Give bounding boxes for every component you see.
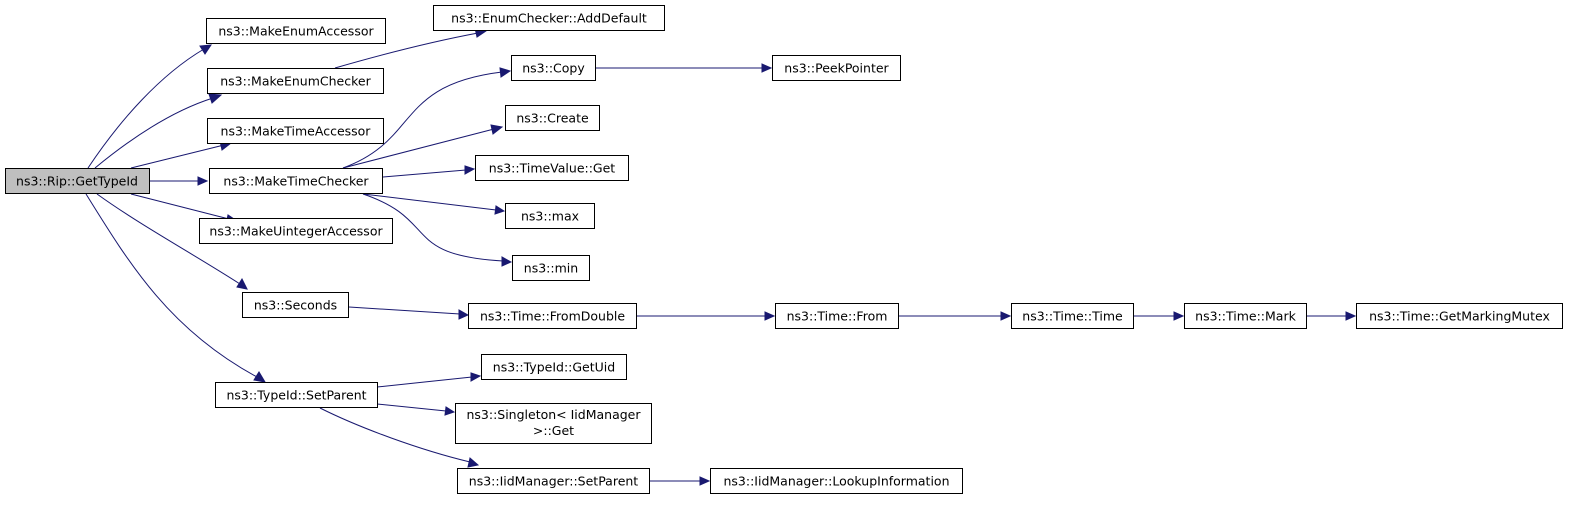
edge-maketimechecker-to-timevalueget — [382, 165, 476, 178]
node-label: ns3::IidManager::SetParent — [469, 474, 639, 489]
node-rip-gettypeid[interactable]: ns3::Rip::GetTypeId — [5, 168, 150, 194]
node-label: ns3::MakeEnumAccessor — [218, 24, 374, 39]
node-timevalue-get[interactable]: ns3::TimeValue::Get — [475, 155, 629, 181]
node-label: ns3::Seconds — [254, 298, 337, 313]
nodes: ns3::Rip::GetTypeId ns3::MakeEnumAccesso… — [5, 5, 1563, 494]
edge-gettypeid-to-seconds — [96, 193, 248, 290]
node-label: ns3::Time::Mark — [1195, 309, 1296, 324]
edge-mark-to-getmarkingmutex — [1307, 311, 1357, 321]
edges — [85, 27, 1357, 486]
edge-setparent-to-iidmanagersetparent — [319, 407, 480, 468]
node-label: ns3::Time::GetMarkingMutex — [1369, 309, 1550, 324]
node-label: ns3::TypeId::SetParent — [226, 388, 366, 403]
node-label: ns3::min — [524, 261, 578, 276]
node-time-fromdouble[interactable]: ns3::Time::FromDouble — [468, 303, 637, 329]
node-label: ns3::PeekPointer — [784, 61, 889, 76]
node-label: ns3::TypeId::GetUid — [493, 360, 615, 375]
node-maketimeaccessor[interactable]: ns3::MakeTimeAccessor — [207, 118, 384, 144]
edge-gettypeid-to-makeenumchecker — [94, 93, 223, 169]
node-makeuintegeraccessor[interactable]: ns3::MakeUintegerAccessor — [199, 218, 393, 244]
edge-gettypeid-to-makeenumaccessor — [87, 44, 212, 169]
node-singleton-iidmanager-get[interactable]: ns3::Singleton< IidManager >::Get — [455, 403, 652, 444]
edge-setparent-to-singletonget — [376, 403, 456, 416]
node-makeenumchecker[interactable]: ns3::MakeEnumChecker — [207, 68, 384, 94]
node-label: ns3::EnumChecker::AddDefault — [451, 11, 647, 26]
node-seconds[interactable]: ns3::Seconds — [242, 292, 349, 318]
node-typeid-setparent[interactable]: ns3::TypeId::SetParent — [215, 382, 378, 408]
node-label: ns3::Create — [516, 111, 589, 126]
node-label-line2: >::Get — [533, 423, 574, 438]
edge-time-to-mark — [1134, 311, 1185, 321]
node-max[interactable]: ns3::max — [505, 203, 595, 229]
node-label: ns3::MakeUintegerAccessor — [209, 224, 383, 239]
edge-copy-to-peekpointer — [596, 63, 773, 73]
edge-gettypeid-to-typeidsetparent — [85, 193, 266, 383]
node-copy[interactable]: ns3::Copy — [511, 55, 596, 81]
node-label: ns3::TimeValue::Get — [489, 161, 616, 176]
node-create[interactable]: ns3::Create — [505, 105, 600, 131]
node-time-getmarkingmutex[interactable]: ns3::Time::GetMarkingMutex — [1356, 303, 1563, 329]
node-label: ns3::max — [521, 209, 579, 224]
edge-gettypeid-to-maketimechecker — [150, 176, 209, 186]
edge-maketimechecker-to-min — [362, 193, 513, 267]
edge-maketimechecker-to-copy — [342, 67, 512, 169]
node-time-time[interactable]: ns3::Time::Time — [1011, 303, 1134, 329]
node-label: ns3::IidManager::LookupInformation — [723, 474, 949, 489]
node-makeenumaccessor[interactable]: ns3::MakeEnumAccessor — [206, 18, 386, 44]
node-label: ns3::Time::Time — [1022, 309, 1123, 324]
node-label: ns3::Copy — [522, 61, 585, 76]
edge-iidmanagersetparent-to-lookupinformation — [650, 476, 711, 486]
node-typeid-getuid[interactable]: ns3::TypeId::GetUid — [481, 354, 627, 380]
edge-seconds-to-fromdouble — [348, 306, 470, 320]
node-iidmanager-setparent[interactable]: ns3::IidManager::SetParent — [457, 468, 650, 494]
node-time-from[interactable]: ns3::Time::From — [775, 303, 899, 329]
node-label: ns3::Time::FromDouble — [480, 309, 625, 324]
node-min[interactable]: ns3::min — [512, 255, 590, 281]
edge-setparent-to-getuid — [376, 372, 482, 388]
edge-maketimechecker-to-max — [362, 193, 506, 215]
node-label: ns3::MakeTimeAccessor — [221, 124, 372, 139]
node-label: ns3::MakeEnumChecker — [220, 74, 371, 89]
node-label: ns3::Time::From — [787, 309, 888, 324]
node-label-line1: ns3::Singleton< IidManager — [466, 407, 641, 422]
node-label: ns3::MakeTimeChecker — [223, 174, 369, 189]
edge-fromdouble-to-from — [637, 311, 776, 321]
node-time-mark[interactable]: ns3::Time::Mark — [1184, 303, 1307, 329]
edge-gettypeid-to-maketimeaccessor — [130, 140, 233, 169]
node-iidmanager-lookupinformation[interactable]: ns3::IidManager::LookupInformation — [710, 468, 963, 494]
edge-maketimechecker-to-create — [342, 124, 504, 169]
node-enumchecker-adddefault[interactable]: ns3::EnumChecker::AddDefault — [433, 5, 665, 31]
node-peekpointer[interactable]: ns3::PeekPointer — [772, 55, 901, 81]
edge-from-to-time — [899, 311, 1012, 321]
node-maketimechecker[interactable]: ns3::MakeTimeChecker — [209, 168, 383, 194]
node-label: ns3::Rip::GetTypeId — [16, 174, 138, 189]
